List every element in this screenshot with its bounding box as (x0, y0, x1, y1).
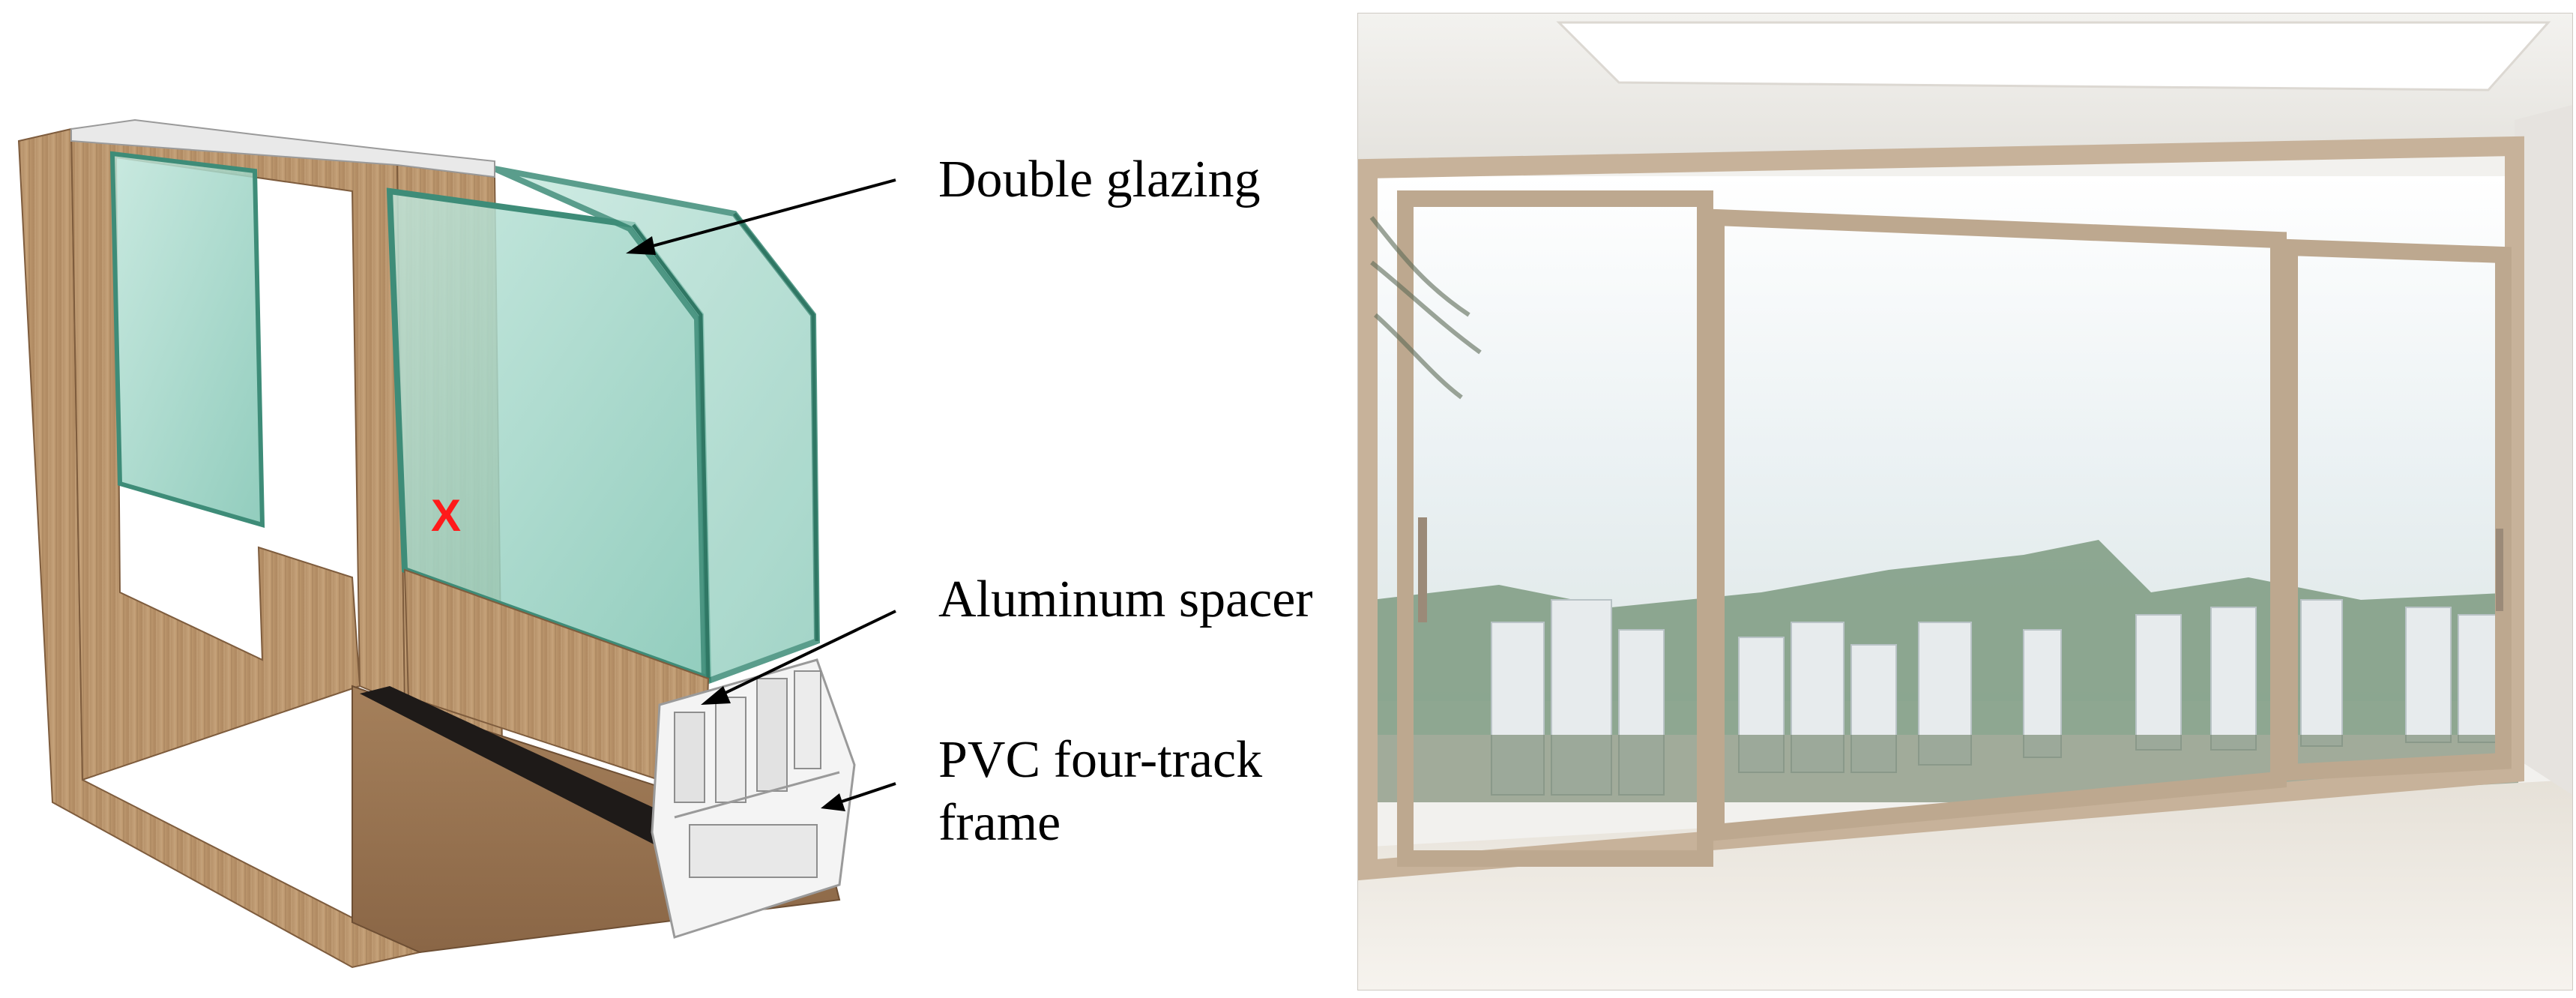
arrowhead-aluminum-spacer (701, 686, 731, 705)
arrowhead-double-glazing (626, 236, 656, 255)
label-pvc-frame-line2: frame (938, 794, 1061, 852)
label-pvc-frame-line1: PVC four-track (938, 731, 1263, 789)
arrow-aluminum-spacer (708, 610, 896, 703)
sliding-panels (1397, 190, 2512, 867)
tree-branches (1369, 216, 1482, 400)
ceiling-recess (1556, 21, 2551, 91)
panel-middle (1708, 208, 2287, 842)
frame-outer (1358, 136, 2524, 881)
red-x-marker: X (431, 490, 461, 541)
panel-left (1397, 190, 1713, 867)
pvc-track-profile (651, 658, 856, 939)
arrow-double-glazing (633, 178, 896, 253)
label-pvc-frame: PVC four-track frame (938, 729, 1262, 855)
label-double-glazing: Double glazing (938, 151, 1261, 208)
top-profile-cap (70, 118, 495, 178)
floor (1358, 780, 2572, 990)
window-frame-cutaway (17, 118, 856, 969)
right-wall (2515, 105, 2572, 795)
label-aluminum-spacer: Aluminum spacer (938, 571, 1313, 628)
glass-edge-highlight-outer (733, 212, 819, 642)
back-glass-pane (109, 151, 265, 529)
right-door-handle (2496, 529, 2503, 611)
arrowhead-pvc-frame (821, 793, 845, 811)
panel-right (2281, 238, 2512, 781)
leader-lines (626, 178, 896, 811)
sliding-door-frames (1358, 136, 2524, 881)
track-rubber (360, 686, 675, 847)
room-photo (1357, 13, 2573, 991)
left-door-handle (1418, 517, 1427, 622)
